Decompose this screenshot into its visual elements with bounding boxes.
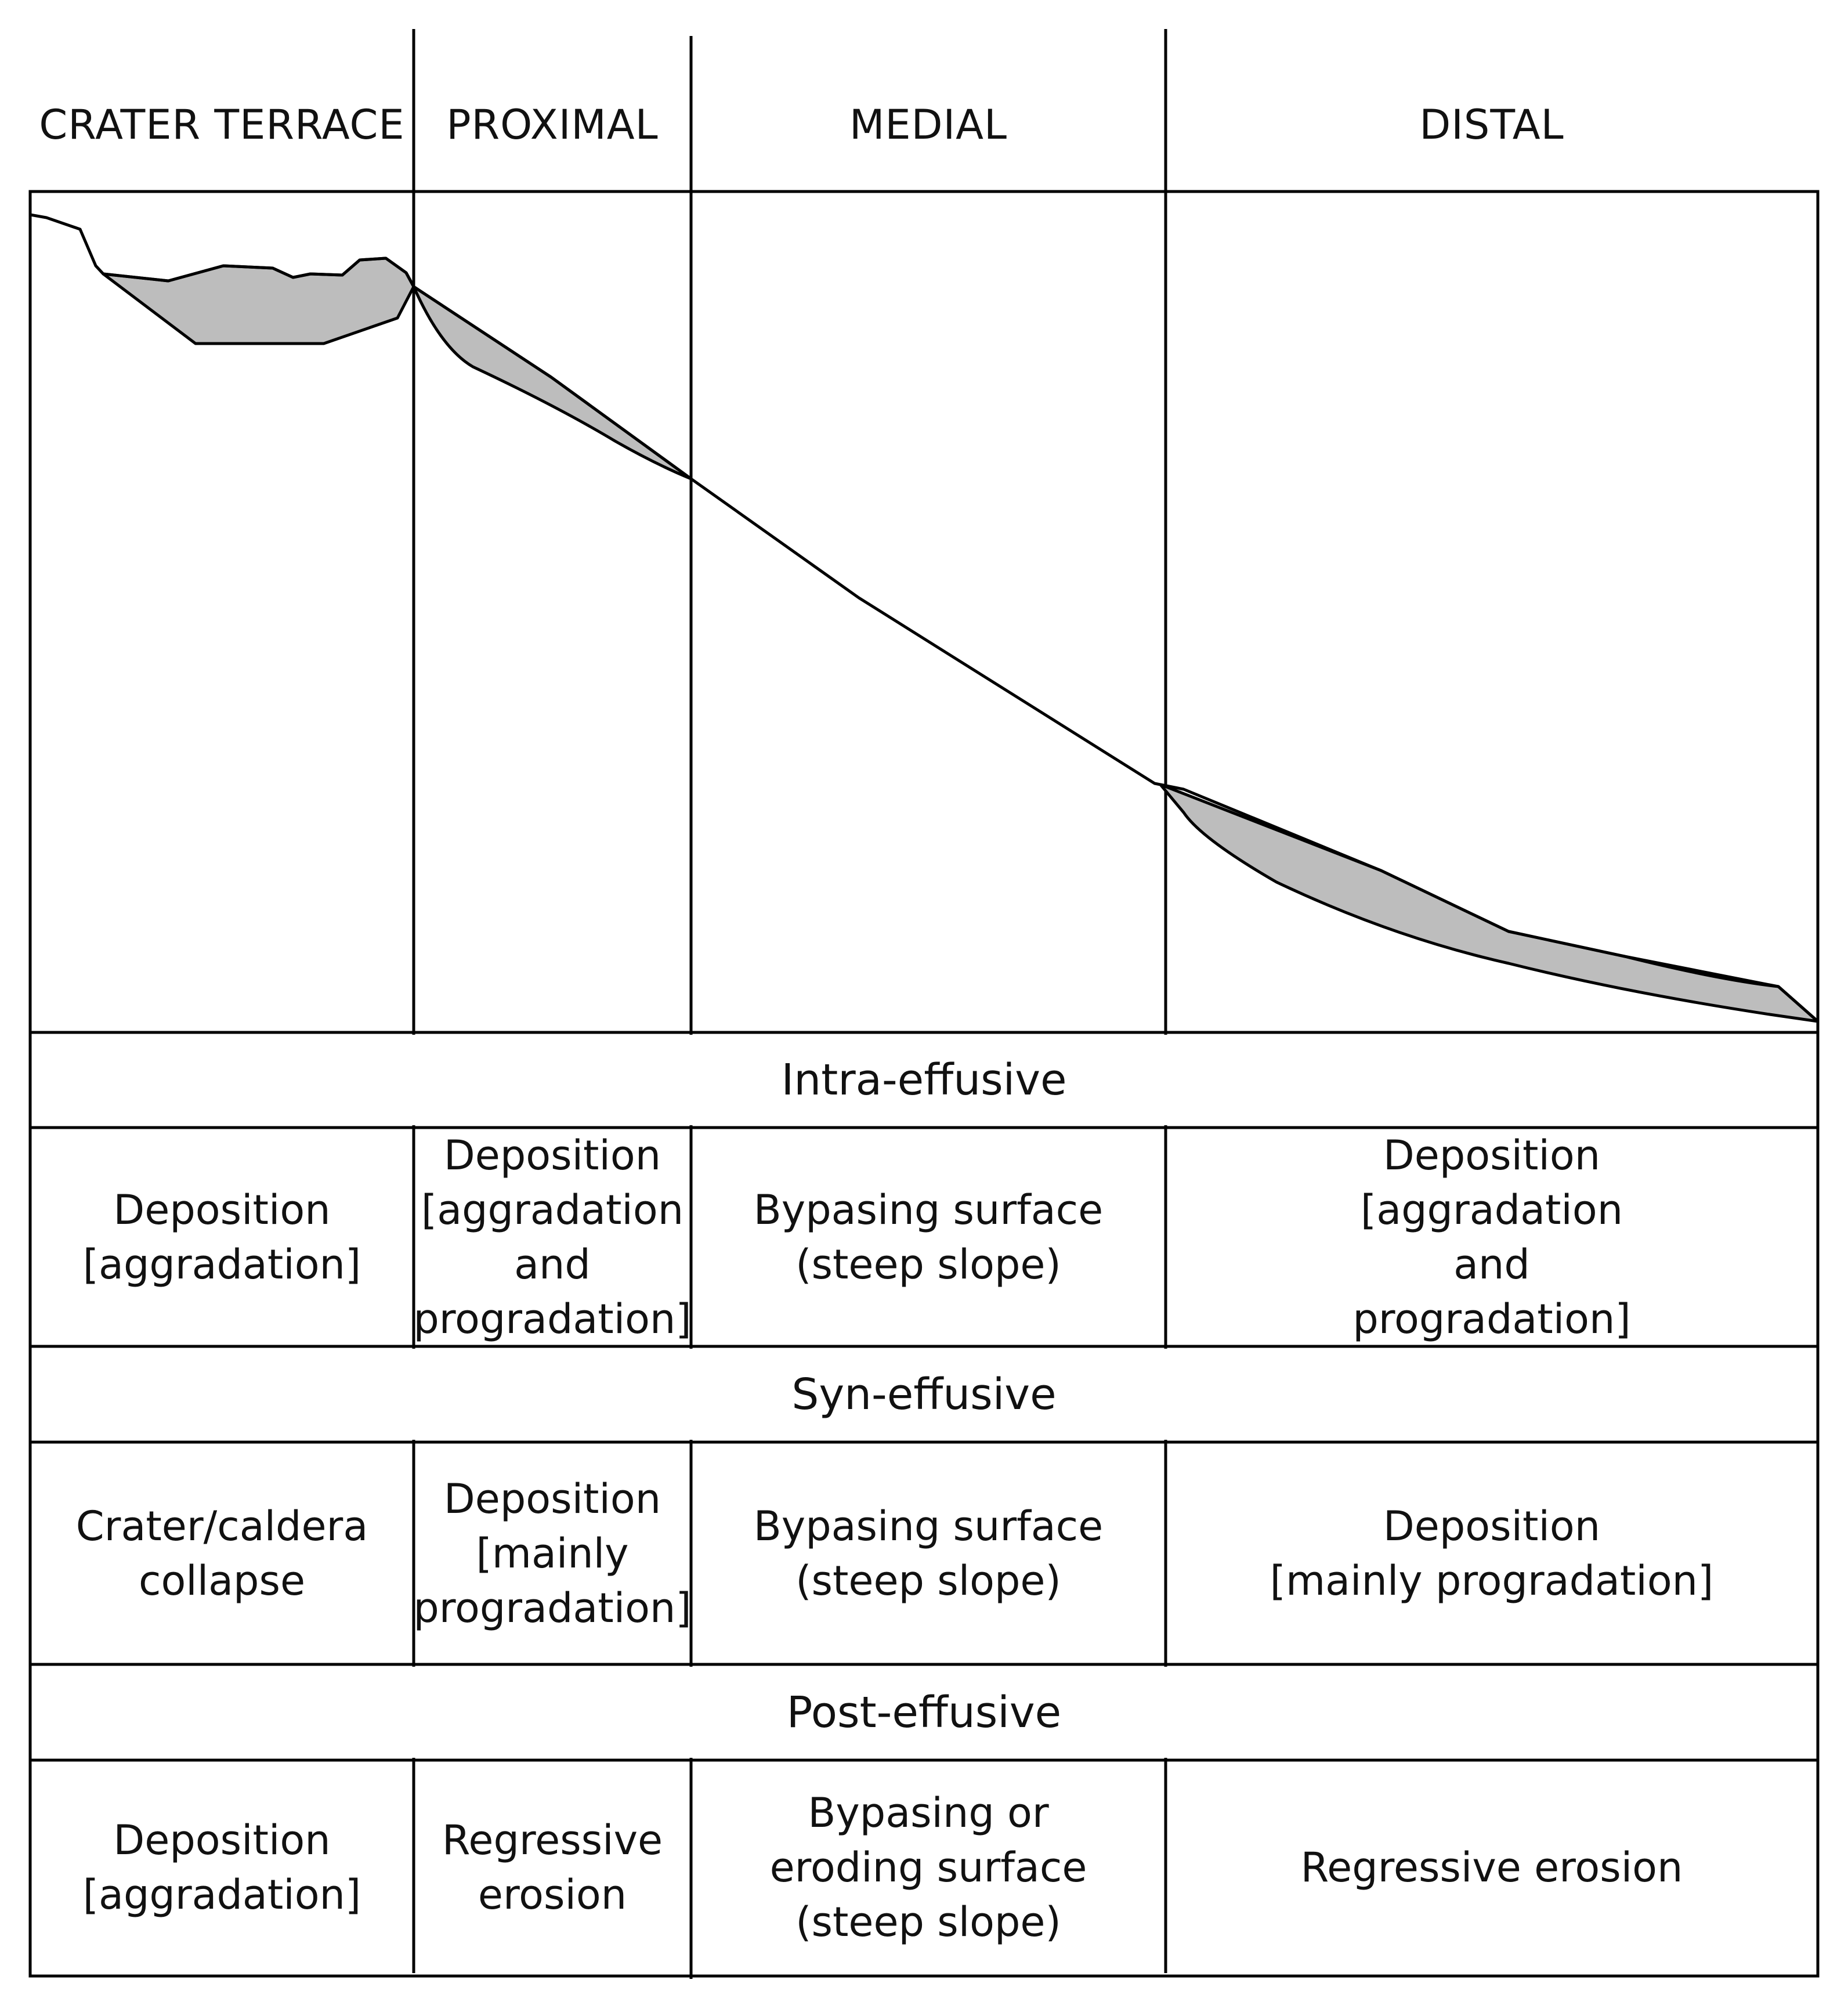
cell-intra-proximal: Deposition [aggradation and progradation… [413, 1131, 692, 1343]
zone-header-crater-terrace: CRATER TERRACE [39, 101, 405, 149]
proximal-deposit [412, 285, 693, 481]
phase-header-syn-effusive: Syn-effusive [791, 1369, 1057, 1419]
ground-profile-line [30, 213, 1819, 1023]
cell-post-medial: Bypasing or eroding surface (steep slope… [769, 1789, 1087, 1946]
cell-syn-crater-terrace: Crater/caldera collapse [75, 1502, 368, 1605]
zone-header-proximal: PROXIMAL [446, 101, 659, 149]
zone-header-distal: DISTAL [1419, 101, 1564, 149]
crater-terrace-deposit [102, 257, 415, 345]
cell-post-distal: Regressive erosion [1300, 1844, 1683, 1891]
phase-header-post-effusive: Post-effusive [786, 1687, 1062, 1737]
cell-syn-medial: Bypasing surface (steep slope) [753, 1502, 1104, 1605]
diagram-frame [28, 190, 1820, 1978]
cell-intra-medial: Bypasing surface (steep slope) [753, 1186, 1104, 1288]
cell-post-proximal: Regressive erosion [442, 1816, 663, 1919]
zone-header-medial: MEDIAL [849, 101, 1008, 149]
cell-syn-distal: Deposition [mainly progradation] [1270, 1502, 1714, 1605]
cell-intra-distal: Deposition [aggradation and progradation… [1352, 1131, 1631, 1343]
phase-header-intra-effusive: Intra-effusive [781, 1055, 1067, 1105]
cell-syn-proximal: Deposition [mainly progradation] [413, 1475, 692, 1632]
cell-intra-crater-terrace: Deposition [aggradation] [82, 1186, 361, 1288]
distal-deposit [1159, 783, 1820, 1023]
cell-post-crater-terrace: Deposition [aggradation] [82, 1816, 361, 1919]
